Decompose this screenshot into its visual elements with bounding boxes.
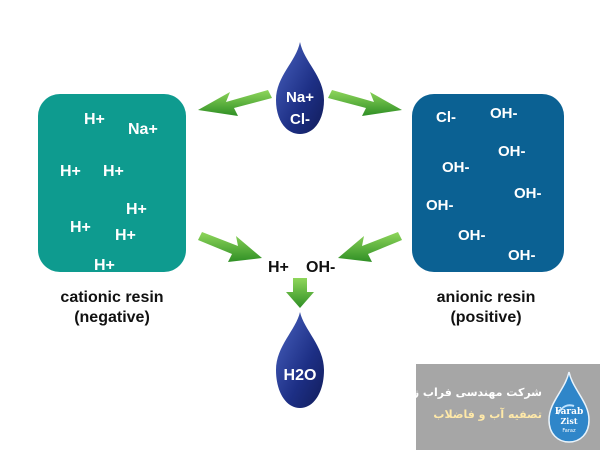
company-tagline: تصفیه آب و فاضلاب [433,408,542,421]
cationic-ions: H+ Na+ H+ H+ H+ H+ H+ H+ [60,111,158,274]
salt-drop [276,42,324,134]
arrow-from-cationic [198,232,262,262]
logo-brand-line2: Zist [560,416,577,426]
cationic-resin-box [38,94,186,272]
cationic-caption-line2: (negative) [74,309,150,326]
anionic-caption-line1: anionic resin [437,289,536,306]
company-logo-card: شرکت مهندسی فراب زیست فراز تصفیه آب و فا… [358,364,600,450]
arrow-to-anionic [328,90,402,116]
anion-ion: OH- [458,227,486,244]
water-drop [276,312,324,408]
anion-ion: OH- [442,159,470,176]
arrow-from-anionic [338,232,402,262]
cation-ion: H+ [103,163,124,180]
water-drop-logo-icon: Farab Zist Faraz [548,371,590,443]
logo-brand-line3: Faraz [562,428,576,434]
cation-ion: H+ [60,163,81,180]
cation-ion: H+ [115,227,136,244]
anion-ion: Cl- [436,109,456,126]
company-name: شرکت مهندسی فراب زیست فراز [357,386,542,399]
released-hydrogen-ion: H+ [268,259,289,276]
arrow-to-water [286,278,314,308]
cation-ion: Na+ [128,121,158,138]
anion-ion: OH- [490,105,518,122]
logo-brand-line1: Farab [555,407,584,417]
cation-ion: H+ [126,201,147,218]
cation-ion: H+ [94,257,115,274]
salt-drop-anion: Cl- [290,111,310,128]
cation-ion: H+ [70,219,91,236]
cation-ion: H+ [84,111,105,128]
anionic-resin-box [412,94,564,272]
arrow-to-cationic [198,90,272,116]
salt-drop-cation: Na+ [286,89,314,106]
cationic-caption-line1: cationic resin [60,289,163,306]
anion-ion: OH- [426,197,454,214]
water-label: H2O [284,367,317,384]
anionic-ions: Cl- OH- OH- OH- OH- OH- OH- OH- [426,105,542,264]
released-hydroxide-ion: OH- [306,259,335,276]
anion-ion: OH- [514,185,542,202]
anionic-caption-line2: (positive) [450,309,521,326]
anion-ion: OH- [498,143,526,160]
anion-ion: OH- [508,247,536,264]
